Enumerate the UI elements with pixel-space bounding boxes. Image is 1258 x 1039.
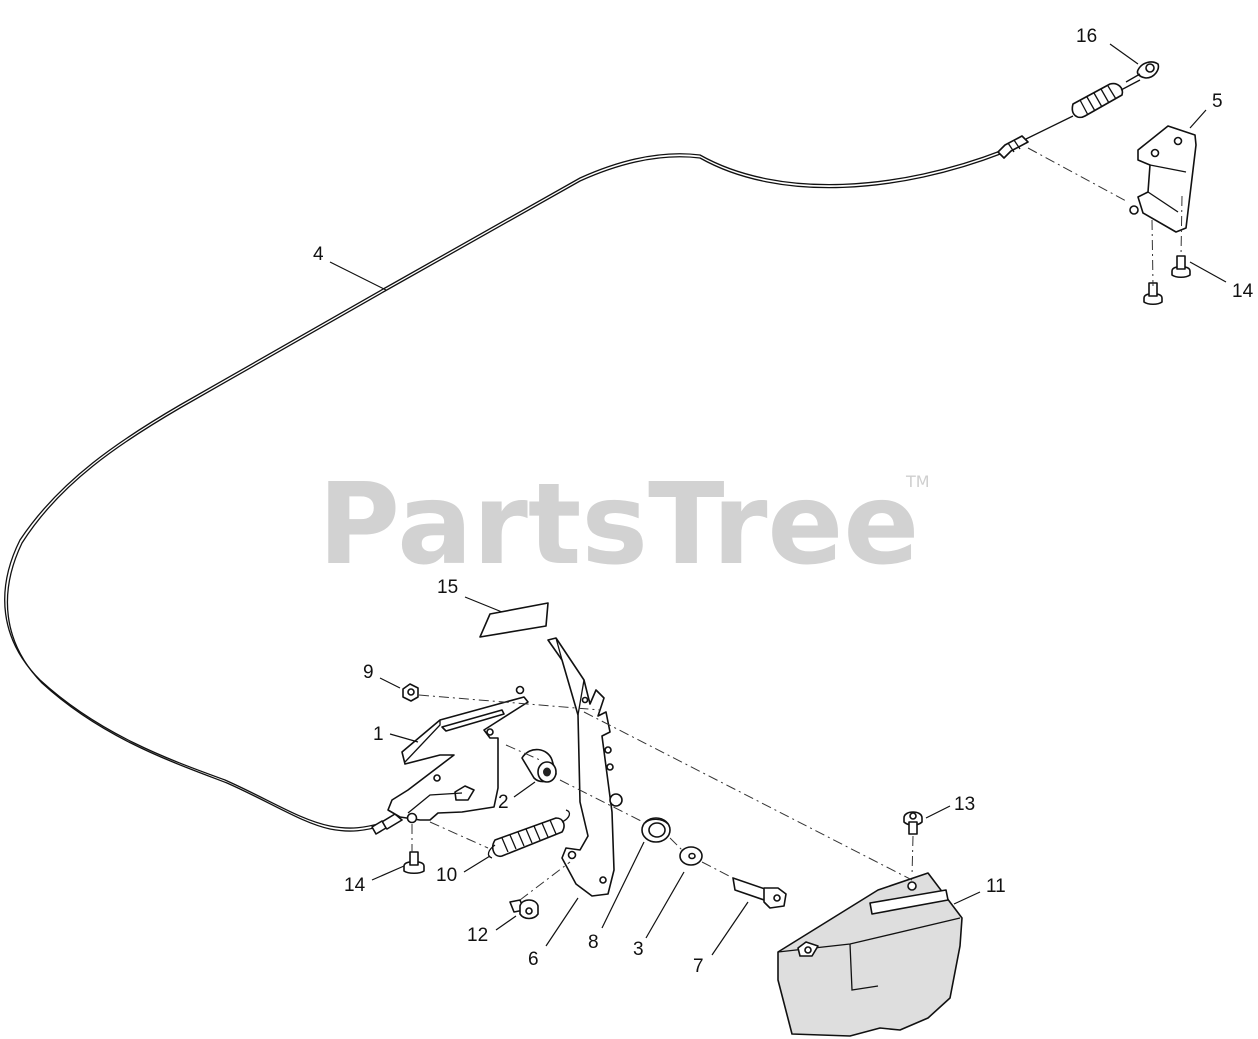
leader-lines xyxy=(329,43,1227,956)
callout-9: 9 xyxy=(363,662,374,683)
part-2-bushing[interactable] xyxy=(521,748,557,783)
part-3-washer[interactable] xyxy=(679,846,703,866)
callout-5: 5 xyxy=(1212,91,1223,112)
watermark: PartsTree TM xyxy=(318,460,930,590)
watermark-trademark: TM xyxy=(905,472,930,491)
part-13-screw[interactable] xyxy=(903,811,923,835)
callout-14-upper: 14 xyxy=(1232,281,1254,302)
callout-1: 1 xyxy=(373,724,384,745)
part-7-bolt[interactable] xyxy=(732,877,787,909)
callout-2: 2 xyxy=(498,792,509,813)
part-15-label[interactable] xyxy=(479,602,549,638)
watermark-text: PartsTree xyxy=(318,460,919,590)
callout-3: 3 xyxy=(633,939,644,960)
callout-14-lower: 14 xyxy=(344,875,366,896)
callout-6: 6 xyxy=(528,949,539,970)
part-12-screw[interactable] xyxy=(509,899,539,920)
callout-12: 12 xyxy=(467,925,488,946)
callout-10: 10 xyxy=(436,865,457,886)
assembly-lines xyxy=(411,147,1183,901)
part-16-clip[interactable] xyxy=(1125,61,1160,83)
callout-7: 7 xyxy=(693,956,704,977)
part-8-wave-washer[interactable] xyxy=(641,817,671,843)
part-11-cover[interactable] xyxy=(777,872,963,1037)
callout-13: 13 xyxy=(954,794,975,815)
callout-11: 11 xyxy=(986,876,1006,897)
part-14-screw-lower[interactable] xyxy=(403,851,425,875)
part-4-cable[interactable] xyxy=(4,79,1141,835)
part-5-bracket[interactable] xyxy=(1129,125,1197,233)
callout-4: 4 xyxy=(313,244,324,265)
callout-16: 16 xyxy=(1076,26,1097,47)
part-14-screws-upper[interactable] xyxy=(1143,255,1191,306)
callout-labels: 16 5 14 4 15 9 1 2 14 10 12 6 8 3 7 13 1… xyxy=(313,26,1254,977)
callout-15: 15 xyxy=(437,577,458,598)
part-1-mounting-plate[interactable] xyxy=(387,685,529,824)
callout-8: 8 xyxy=(588,932,599,953)
part-10-spring[interactable] xyxy=(487,809,571,859)
part-6-lever[interactable] xyxy=(547,637,623,897)
part-9-nut[interactable] xyxy=(402,683,419,702)
